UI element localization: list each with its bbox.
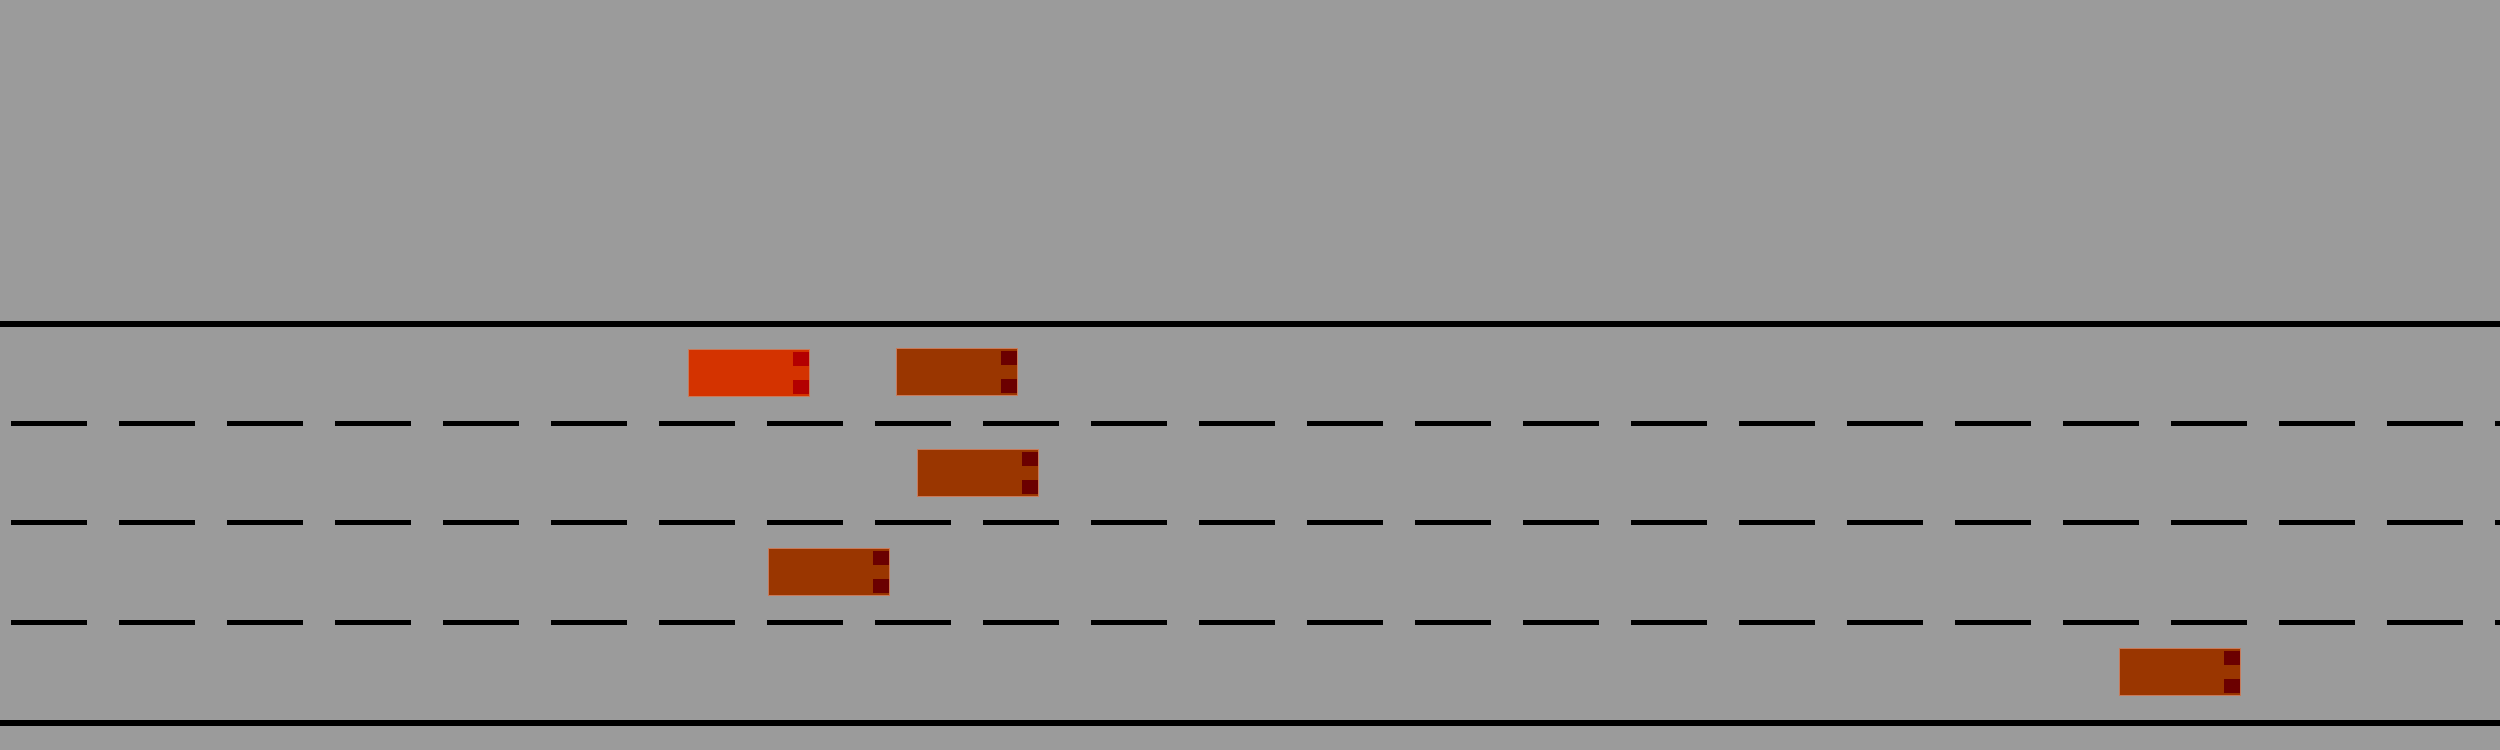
tail-light-icon <box>1022 452 1038 466</box>
other-vehicle <box>768 548 890 596</box>
lane-divider-3 <box>0 620 2500 625</box>
other-vehicle <box>2119 648 2241 696</box>
tail-light-icon <box>873 551 889 565</box>
other-vehicle <box>896 348 1018 396</box>
ego-vehicle <box>688 349 810 397</box>
tail-light-icon <box>793 380 809 394</box>
tail-light-icon <box>1001 351 1017 365</box>
tail-light-icon <box>2224 651 2240 665</box>
lane-divider-2 <box>0 520 2500 525</box>
tail-light-icon <box>1001 379 1017 393</box>
tail-light-icon <box>2224 679 2240 693</box>
road-edge-bottom <box>0 720 2500 726</box>
tail-light-icon <box>1022 480 1038 494</box>
tail-light-icon <box>873 579 889 593</box>
tail-light-icon <box>793 352 809 366</box>
lane-divider-1 <box>0 421 2500 426</box>
road-edge-top <box>0 321 2500 327</box>
other-vehicle <box>917 449 1039 497</box>
